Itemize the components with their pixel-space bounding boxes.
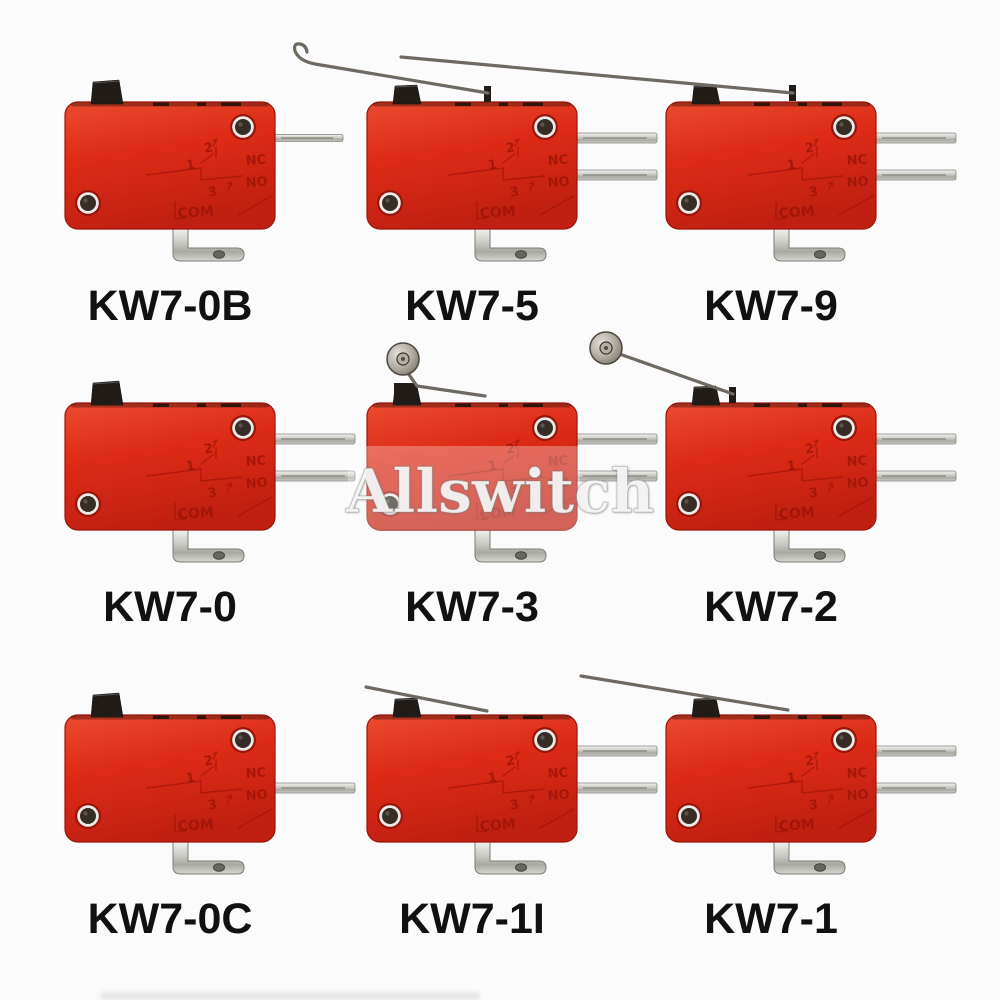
svg-text:COM: COM bbox=[778, 817, 815, 835]
svg-text:3: 3 bbox=[509, 485, 520, 501]
svg-text:NO: NO bbox=[245, 174, 268, 190]
svg-text:3: 3 bbox=[207, 184, 218, 200]
product-label: KW7-1 bbox=[704, 895, 838, 943]
product-label: KW7-0 bbox=[103, 583, 237, 631]
svg-text:NO: NO bbox=[547, 475, 570, 491]
svg-text:COM: COM bbox=[479, 505, 516, 523]
svg-text:COM: COM bbox=[177, 817, 214, 835]
svg-text:COM: COM bbox=[778, 505, 815, 523]
product-label: KW7-2 bbox=[704, 583, 838, 631]
svg-text:2: 2 bbox=[505, 441, 516, 457]
svg-text:2: 2 bbox=[203, 441, 214, 457]
product-label: KW7-9 bbox=[704, 282, 838, 330]
svg-text:3: 3 bbox=[207, 485, 218, 501]
svg-text:NC: NC bbox=[547, 454, 568, 470]
svg-text:NO: NO bbox=[846, 475, 869, 491]
svg-text:2: 2 bbox=[804, 441, 815, 457]
svg-text:3: 3 bbox=[509, 184, 520, 200]
svg-text:NC: NC bbox=[846, 153, 867, 169]
svg-text:2: 2 bbox=[804, 753, 815, 769]
svg-text:NO: NO bbox=[846, 787, 869, 803]
svg-text:2: 2 bbox=[505, 140, 516, 156]
product-label: KW7-3 bbox=[405, 583, 539, 631]
product-label: KW7-1I bbox=[399, 895, 545, 943]
svg-text:2: 2 bbox=[505, 753, 516, 769]
svg-text:1: 1 bbox=[487, 770, 498, 786]
svg-text:3: 3 bbox=[808, 485, 819, 501]
svg-text:NO: NO bbox=[245, 475, 268, 491]
svg-text:2: 2 bbox=[804, 140, 815, 156]
svg-text:3: 3 bbox=[207, 797, 218, 813]
svg-text:1: 1 bbox=[185, 770, 196, 786]
svg-text:1: 1 bbox=[487, 157, 498, 173]
svg-text:1: 1 bbox=[786, 157, 797, 173]
svg-text:NC: NC bbox=[245, 153, 266, 169]
bottom-smudge bbox=[100, 992, 480, 1000]
svg-text:NO: NO bbox=[245, 787, 268, 803]
svg-text:NO: NO bbox=[846, 174, 869, 190]
svg-text:3: 3 bbox=[808, 797, 819, 813]
svg-text:3: 3 bbox=[509, 797, 520, 813]
svg-text:NO: NO bbox=[547, 174, 570, 190]
product-label: KW7-0C bbox=[87, 895, 253, 943]
svg-text:COM: COM bbox=[177, 505, 214, 523]
svg-text:1: 1 bbox=[185, 157, 196, 173]
svg-text:1: 1 bbox=[786, 458, 797, 474]
product-label: KW7-0B bbox=[87, 282, 253, 330]
svg-text:1: 1 bbox=[185, 458, 196, 474]
svg-text:COM: COM bbox=[177, 204, 214, 222]
svg-text:NC: NC bbox=[846, 766, 867, 782]
svg-text:COM: COM bbox=[479, 817, 516, 835]
svg-text:1: 1 bbox=[487, 458, 498, 474]
svg-text:3: 3 bbox=[808, 184, 819, 200]
svg-text:2: 2 bbox=[203, 140, 214, 156]
svg-text:NC: NC bbox=[547, 766, 568, 782]
svg-text:NC: NC bbox=[846, 454, 867, 470]
svg-text:NC: NC bbox=[245, 766, 266, 782]
svg-text:NC: NC bbox=[547, 153, 568, 169]
svg-text:NO: NO bbox=[547, 787, 570, 803]
svg-text:COM: COM bbox=[479, 204, 516, 222]
svg-text:NC: NC bbox=[245, 454, 266, 470]
svg-text:2: 2 bbox=[203, 753, 214, 769]
svg-text:COM: COM bbox=[778, 204, 815, 222]
product-label: KW7-5 bbox=[405, 282, 539, 330]
svg-text:1: 1 bbox=[786, 770, 797, 786]
